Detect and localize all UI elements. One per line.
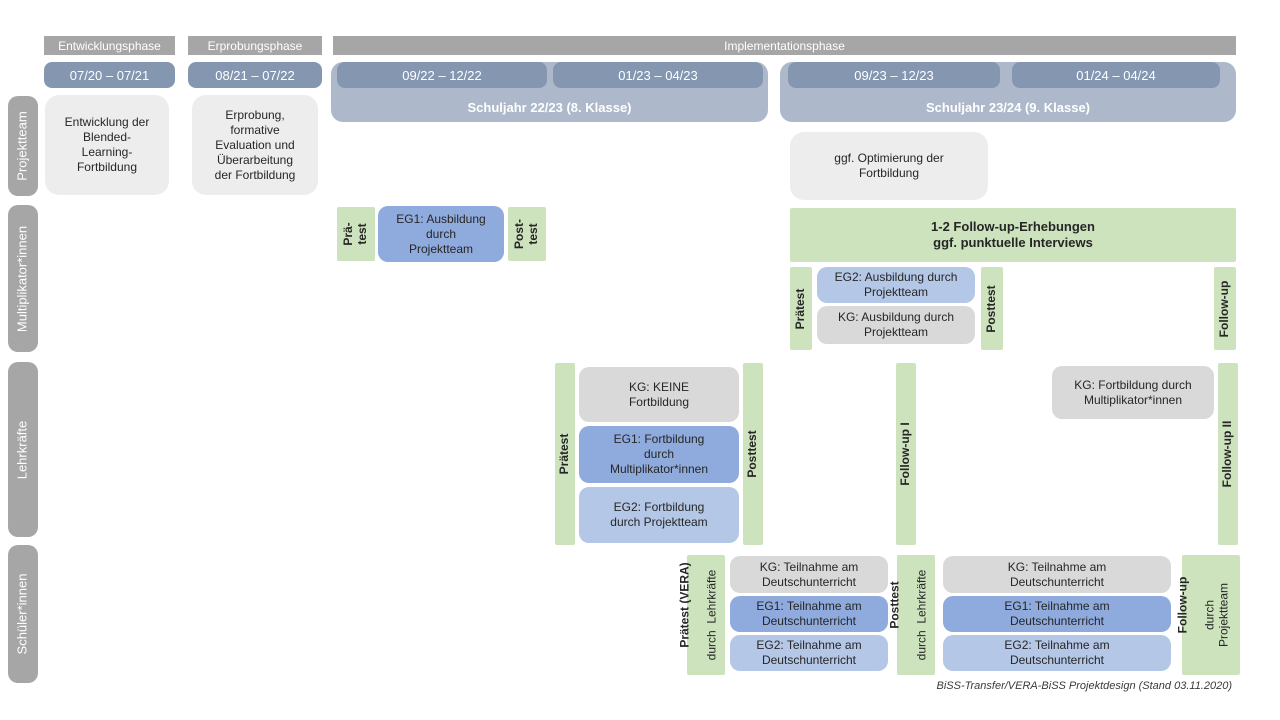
row-label-schueler-text: Schüler*innen: [14, 573, 30, 655]
lehrkraefte-eg1-box: EG1: Fortbildung durch Multiplikator*inn…: [579, 426, 739, 483]
lehrkraefte-kg2-box: KG: Fortbildung durch Multiplikator*inne…: [1052, 366, 1214, 419]
multiplikator-praetest-label: Prätest: [793, 288, 808, 329]
date-range-0922-1222: 09/22 – 12/22: [337, 62, 547, 88]
multiplikator-pretest-strip: Prä- test: [337, 207, 375, 261]
phase-header-erprobung: Erprobungsphase: [188, 36, 322, 55]
schueler-praetest-vera-strip: Prätest (VERA) durch Lehrkräfte: [677, 555, 725, 675]
schueler-followup-title: Follow-up: [1175, 576, 1190, 634]
lehrkraefte-followup2-label: Follow-up II: [1220, 420, 1235, 488]
date-range-0720-0721: 07/20 – 07/21: [44, 62, 175, 88]
row-label-multiplikator: Multiplikator*innen: [8, 205, 38, 352]
projektteam-testing-box: Erprobung, formative Evaluation und Über…: [192, 95, 318, 195]
date-range-0123-0423: 01/23 – 04/23: [553, 62, 763, 88]
projektteam-development-box: Entwicklung der Blended- Learning- Fortb…: [45, 95, 169, 195]
multiplikator-posttest-strip: Post- test: [508, 207, 546, 261]
lehrkraefte-posttest-label: Posttest: [745, 430, 760, 478]
diagram-caption: BiSS-Transfer/VERA-BiSS Projektdesign (S…: [936, 680, 1232, 692]
row-label-projektteam: Projektteam: [8, 96, 38, 196]
phase-header-implementation: Implementationsphase: [333, 36, 1236, 55]
schueler-posttest-sub: durch Lehrkräfte: [915, 569, 929, 661]
multiplikator-followup-strip: Follow-up: [1214, 267, 1236, 350]
multiplikator-kg-box: KG: Ausbildung durch Projektteam: [817, 306, 975, 344]
schueler-kg-box-2: KG: Teilnahme am Deutschunterricht: [943, 556, 1171, 593]
lehrkraefte-eg2-box: EG2: Fortbildung durch Projektteam: [579, 487, 739, 543]
row-label-lehrkraefte: Lehrkräfte: [8, 362, 38, 537]
date-range-0923-1223: 09/23 – 12/23: [788, 62, 1000, 88]
schueler-followup-label: Follow-up durch Projektteam: [1163, 577, 1260, 654]
multiplikator-pretest-strip-label: Prä- test: [341, 222, 369, 246]
lehrkraefte-followup2-strip: Follow-up II: [1218, 363, 1238, 545]
date-range-0821-0722: 08/21 – 07/22: [188, 62, 322, 88]
schueler-eg2-box-1: EG2: Teilnahme am Deutschunterricht: [730, 635, 888, 671]
date-range-0124-0424: 01/24 – 04/24: [1012, 62, 1220, 88]
lehrkraefte-followup1-label: Follow-up I: [898, 422, 913, 486]
schueler-eg1-box-2: EG1: Teilnahme am Deutschunterricht: [943, 596, 1171, 632]
schueler-eg1-box-1: EG1: Teilnahme am Deutschunterricht: [730, 596, 888, 632]
schueler-followup-strip: Follow-up durch Projektteam: [1176, 555, 1240, 675]
multiplikator-posttest2-strip: Posttest: [981, 267, 1003, 350]
multiplikator-followup-label: Follow-up: [1217, 280, 1232, 337]
row-label-projektteam-text: Projektteam: [14, 111, 30, 181]
lehrkraefte-praetest-label: Prätest: [557, 433, 572, 475]
lehrkraefte-posttest-strip: Posttest: [743, 363, 763, 545]
row-label-multiplikator-text: Multiplikator*innen: [14, 225, 30, 332]
multiplikator-praetest-strip: Prätest: [790, 267, 812, 350]
phase-header-entwicklung: Entwicklungsphase: [44, 36, 175, 55]
schueler-posttest-title: Posttest: [887, 581, 902, 629]
lehrkraefte-praetest-strip: Prätest: [555, 363, 575, 545]
multiplikator-posttest2-label: Posttest: [984, 284, 999, 333]
schueler-posttest-strip: Posttest durch Lehrkräfte: [887, 555, 935, 675]
lehrkraefte-kg-box: KG: KEINE Fortbildung: [579, 367, 739, 422]
schueler-followup-sub: durch Projektteam: [1203, 582, 1231, 648]
schueler-kg-box-1: KG: Teilnahme am Deutschunterricht: [730, 556, 888, 593]
multiplikator-followup-survey-box: 1-2 Follow-up-Erhebungen ggf. punktuelle…: [790, 208, 1236, 262]
row-label-schueler: Schüler*innen: [8, 545, 38, 683]
multiplikator-eg2-box: EG2: Ausbildung durch Projektteam: [817, 267, 975, 303]
schueler-praetest-vera-sub: durch Lehrkräfte: [705, 569, 719, 661]
multiplikator-posttest-strip-label: Post- test: [512, 219, 540, 249]
lehrkraefte-followup1-strip: Follow-up I: [896, 363, 916, 545]
schueler-praetest-vera-title: Prätest (VERA): [677, 562, 692, 648]
schueler-eg2-box-2: EG2: Teilnahme am Deutschunterricht: [943, 635, 1171, 671]
multiplikator-eg1-box: EG1: Ausbildung durch Projektteam: [378, 206, 504, 262]
row-label-lehrkraefte-text: Lehrkräfte: [14, 420, 30, 479]
projektteam-optimization-box: ggf. Optimierung der Fortbildung: [790, 132, 988, 200]
